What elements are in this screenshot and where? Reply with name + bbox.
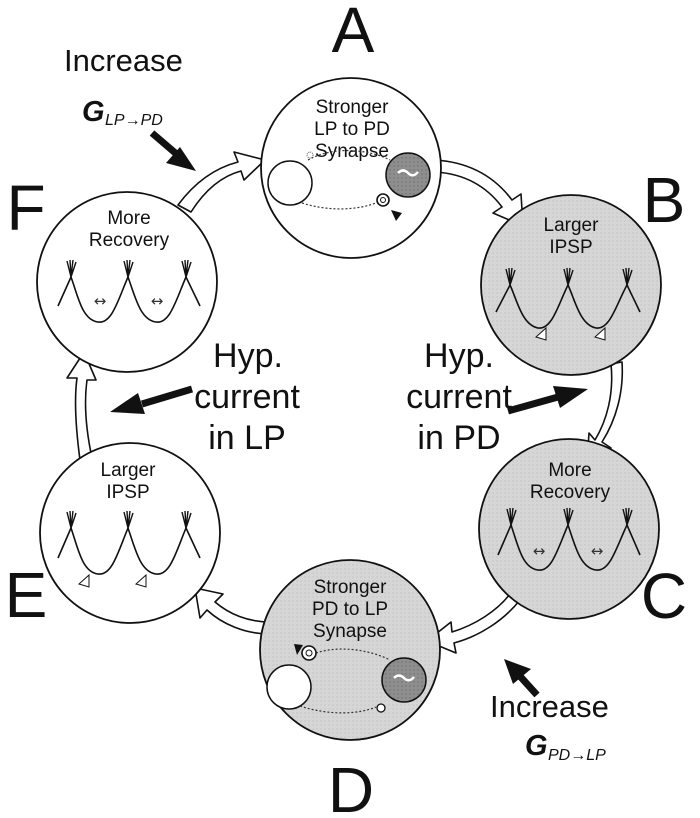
arrow-d-to-e	[194, 587, 271, 635]
node-a-line-2: LP to PD	[314, 119, 390, 140]
double-arrow-f-1: ↔	[94, 292, 107, 310]
increase-bottom-subscript: PD→LP	[548, 747, 606, 764]
node-b-line-2: IPSP	[549, 237, 592, 258]
node-d-line-3: Synapse	[313, 621, 387, 642]
black-arrow-increase-bottom	[504, 659, 540, 698]
node-e: Larger IPSP	[39, 442, 221, 624]
black-arrow-hyp-right	[507, 386, 588, 415]
arrow-a-to-b	[434, 159, 524, 227]
arrow-f-to-a	[177, 151, 266, 213]
hyp-right-line-1: Hyp.	[424, 337, 494, 375]
black-arrow-hyp-left	[110, 385, 194, 414]
arrow-c-to-d	[426, 593, 521, 654]
label-c: C	[641, 560, 687, 632]
node-a-line-3: Synapse	[315, 141, 389, 162]
waveform-b	[495, 267, 641, 341]
hyp-current-right: Hyp. current in PD	[406, 337, 512, 457]
double-arrow-c-1: ↔	[533, 542, 546, 560]
hyp-right-line-2: current	[406, 378, 512, 416]
waveform-f	[57, 259, 201, 323]
node-d-line-1: Stronger	[314, 577, 388, 598]
node-a-line-1: Stronger	[316, 97, 390, 118]
hyp-left-line-3: in LP	[208, 419, 286, 457]
hyp-left-line-1: Hyp.	[213, 337, 283, 375]
node-f-line-1: More	[107, 208, 150, 229]
label-b: B	[643, 164, 686, 236]
cycle-arrows	[66, 151, 624, 654]
ipsp-marker-b-1	[535, 326, 547, 341]
node-f: More Recovery ↔ ↔	[36, 191, 218, 373]
increase-top-symbol: G	[82, 96, 105, 128]
node-c-line-2: Recovery	[530, 482, 611, 503]
node-c: More Recovery ↔ ↔	[478, 438, 660, 620]
node-f-line-2: Recovery	[89, 230, 170, 251]
ipsp-marker-b-2	[594, 326, 606, 341]
arrow-e-to-f	[66, 351, 97, 461]
double-arrow-c-2: ↔	[591, 542, 604, 560]
node-a: Stronger LP to PD Synapse	[260, 77, 442, 259]
arrowhead-marker-d	[294, 644, 303, 655]
node-b-circle	[480, 194, 662, 376]
increase-top-subscript: LP→PD	[105, 112, 163, 129]
ipsp-marker-e-1	[78, 573, 90, 588]
label-a: A	[332, 0, 375, 66]
hyp-right-line-3: in PD	[417, 419, 500, 457]
label-e: E	[5, 559, 48, 631]
ipsp-marker-e-2	[135, 573, 147, 588]
increase-top-label: Increase G LP→PD	[64, 43, 183, 129]
arrowhead-marker-a	[391, 210, 402, 221]
node-e-line-2: IPSP	[106, 482, 149, 503]
waveform-e	[57, 510, 201, 588]
node-b-line-1: Larger	[544, 215, 600, 236]
increase-top-word: Increase	[64, 43, 183, 78]
increase-bottom-word: Increase	[490, 689, 609, 724]
double-arrow-f-2: ↔	[151, 292, 164, 310]
black-arrow-increase-top	[149, 130, 196, 171]
label-d: D	[328, 754, 374, 818]
node-e-line-1: Larger	[101, 460, 157, 481]
node-d: Stronger PD to LP Synapse	[259, 559, 441, 741]
node-f-circle	[36, 191, 218, 373]
black-arrows	[110, 130, 588, 698]
hyp-left-line-2: current	[194, 378, 300, 416]
increase-bottom-label: Increase G PD→LP	[490, 689, 609, 764]
node-b: Larger IPSP	[480, 194, 662, 376]
node-d-line-2: PD to LP	[312, 599, 388, 620]
node-c-line-1: More	[548, 460, 591, 481]
increase-bottom-symbol: G	[525, 730, 548, 762]
synapse-schematic-d	[266, 644, 427, 714]
waveform-c	[497, 507, 641, 571]
synapse-schematic-a	[267, 150, 431, 221]
hyp-current-left: Hyp. current in LP	[194, 337, 300, 457]
label-f: F	[6, 172, 45, 244]
